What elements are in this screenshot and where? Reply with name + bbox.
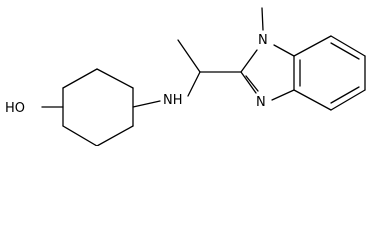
benzene-ring — [293, 35, 366, 111]
bond — [96, 68, 134, 89]
chemical-structure-diagram: HO NH N N — [5, 7, 366, 146]
bond — [330, 35, 366, 57]
bond-methyl-branch — [177, 39, 201, 73]
bond — [96, 125, 134, 146]
bond — [271, 89, 295, 101]
bond — [273, 44, 295, 57]
bond — [330, 42, 360, 60]
bond-amine-to-ethyl — [187, 71, 201, 97]
bond — [293, 35, 332, 57]
bond — [62, 68, 98, 89]
bond-ring-to-amine — [132, 100, 161, 108]
atom-label-amine: NH — [163, 93, 183, 108]
atom-label-hydroxyl: HO — [5, 101, 25, 116]
cyclohexane-ring — [62, 68, 134, 146]
bond — [240, 71, 257, 94]
bond — [330, 89, 366, 111]
atom-label-imidazole-n: N — [256, 95, 266, 110]
bond-n-methyl — [261, 7, 264, 31]
bond — [245, 75, 259, 92]
bond — [293, 89, 332, 111]
bond — [330, 86, 360, 104]
bond — [62, 125, 98, 146]
bond — [240, 49, 258, 73]
atom-label-imidazole-n-methyl: N — [258, 33, 268, 48]
imidazole-ring — [240, 44, 295, 101]
